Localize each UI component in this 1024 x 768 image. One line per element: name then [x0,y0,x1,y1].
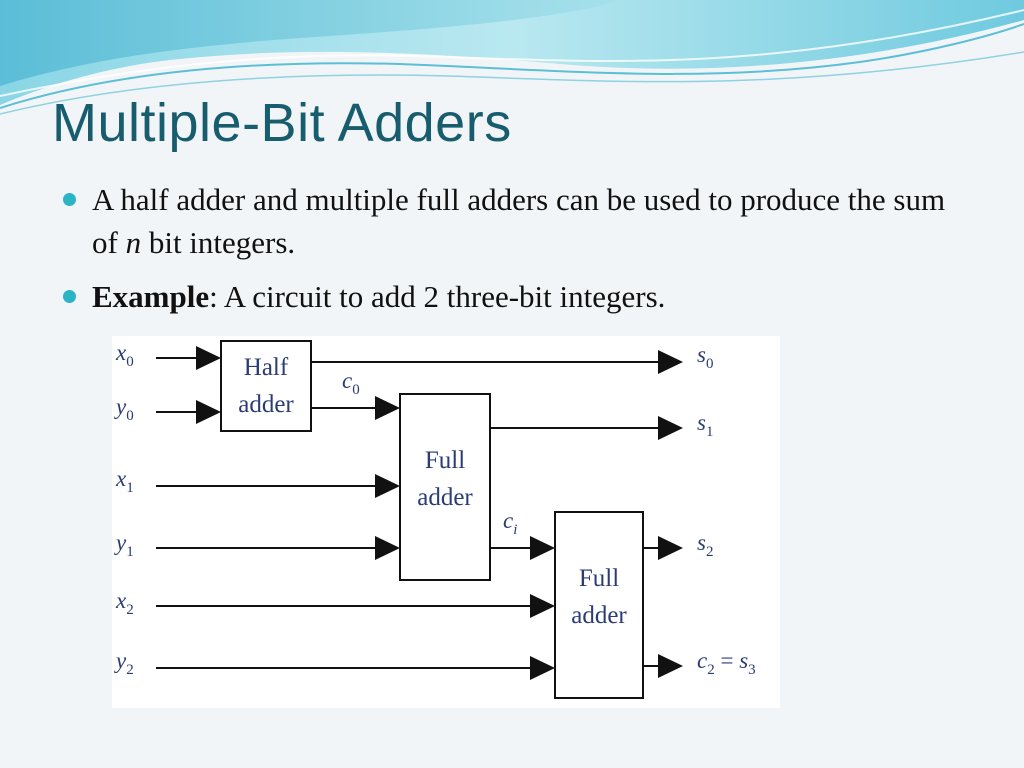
input-label-y1: y1 [114,530,134,560]
arrow-c0 [375,396,400,420]
output-label-s1: s1 [697,410,713,440]
bullet-list: A half adder and multiple full adders ca… [60,178,960,329]
full-adder-1-label-1: Full [425,447,465,474]
arrow-x2 [530,594,555,618]
full-adder-2-block [554,511,644,699]
slide-title: Multiple-Bit Adders [52,93,512,153]
full-adder-2-label-2: adder [571,602,627,629]
input-label-y2: y2 [114,648,134,678]
arrow-c2 [658,654,683,678]
output-label-s2: s2 [697,530,713,560]
arrow-x0 [196,346,221,370]
bullet-item: Example: A circuit to add 2 three-bit in… [60,275,960,318]
input-label-x1: x1 [115,466,134,496]
arrow-y1 [375,536,400,560]
half-adder-label-2: adder [238,391,294,418]
half-adder-label-1: Half [244,354,289,381]
header-wave-decoration [0,0,1024,115]
full-adder-1-block [399,393,491,581]
bullet-dot-icon [63,290,76,303]
bullet-italic-n: n [125,225,142,260]
input-label-y0: y0 [114,394,134,424]
input-label-x2: x2 [115,588,134,618]
bullet-text: A half adder and multiple full adders ca… [92,182,946,260]
arrow-ci [530,536,555,560]
arrow-x1 [375,474,400,498]
carry-label-ci: ci [503,508,517,538]
bullet-item: A half adder and multiple full adders ca… [60,178,960,264]
input-label-x0: x0 [115,340,134,370]
arrow-y2 [530,656,555,680]
full-adder-1-label-2: adder [417,484,473,511]
arrow-s1 [658,416,683,440]
bullet-dot-icon [63,193,76,206]
arrow-s2 [658,536,683,560]
full-adder-2-label-1: Full [579,565,619,592]
bullet-text: : A circuit to add 2 three-bit integers. [209,279,666,314]
arrow-y0 [196,400,221,424]
bullet-text-end: bit integers. [141,225,296,260]
carry-label-c0: c0 [342,368,360,398]
arrow-s0 [658,350,683,374]
half-adder-block [220,340,312,432]
output-label-c2-equals-s3: c2 = s3 [697,648,756,678]
output-label-s0: s0 [697,342,713,372]
bullet-bold-label: Example [92,279,210,314]
